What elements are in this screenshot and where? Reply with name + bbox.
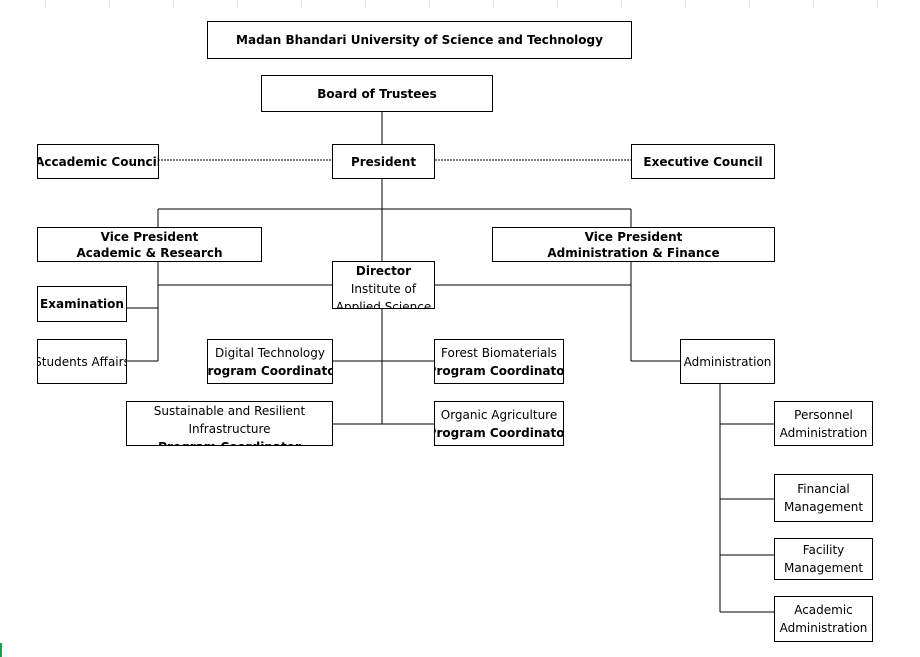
node-text-line: Program Coordinator xyxy=(434,363,564,378)
node-students-affairs: Students Affairs xyxy=(37,339,127,384)
node-text-line: Financial xyxy=(797,482,850,496)
node-text-line: Institute of xyxy=(350,282,417,296)
node-text-line: Madan Bhandari University of Science and… xyxy=(236,33,603,47)
node-text-line: Sustainable and Resilient xyxy=(153,404,306,418)
node-text-line: Academic & Research xyxy=(76,245,223,260)
node-text-line: Vice President xyxy=(100,229,199,244)
node-examination: Examination xyxy=(37,286,127,322)
node-text-line: President xyxy=(350,154,417,169)
node-text-line: Administration & Finance xyxy=(547,245,720,260)
node-text-line: Administration xyxy=(779,621,868,635)
node-text-line: Organic Agriculture xyxy=(440,407,558,422)
node-president: President xyxy=(332,144,435,179)
node-text-line: Executive Council xyxy=(643,154,763,169)
node-text-line: Administration xyxy=(683,354,772,369)
node-text-line: Academic xyxy=(794,603,853,617)
node-text-line: Personnel xyxy=(794,407,853,422)
node-text-line: Board of Trustees xyxy=(317,86,437,101)
node-text-line: Forest Biomaterials xyxy=(441,345,557,360)
node-executive-council: Executive Council xyxy=(631,144,775,179)
node-text-line: Management xyxy=(783,500,864,514)
node-text-line: Digital Technology xyxy=(215,345,325,360)
sheet-edge-marker xyxy=(0,643,2,657)
node-university: Madan Bhandari University of Science and… xyxy=(207,21,632,59)
node-text-line: Program Coordinator xyxy=(434,425,564,440)
node-text-line: Director xyxy=(355,264,412,278)
node-digital-technology: Digital TechnologyProgram Coordinator xyxy=(207,339,333,384)
node-board-of-trustees: Board of Trustees xyxy=(261,75,493,112)
node-text-line: Infrastructure xyxy=(188,422,271,436)
node-academic-council: Accademic Council xyxy=(37,144,159,179)
node-sustainable-infrastructure: Sustainable and ResilientInfrastructureP… xyxy=(126,401,333,446)
node-text-line: Examination xyxy=(40,297,124,311)
node-text-line: Vice President xyxy=(584,229,683,244)
node-administration: Administration xyxy=(680,339,775,384)
node-text-line: Accademic Council xyxy=(37,154,159,169)
node-text-line: Management xyxy=(783,561,864,575)
node-text-line: Program Coordinator xyxy=(158,438,301,445)
node-text-line: Students Affairs xyxy=(37,354,127,369)
node-text-line: Facility xyxy=(802,543,845,557)
node-text-line: Program Coordinator xyxy=(207,363,332,378)
node-text-line: Applied Science xyxy=(335,300,432,309)
node-text-line: Administration xyxy=(779,425,868,440)
